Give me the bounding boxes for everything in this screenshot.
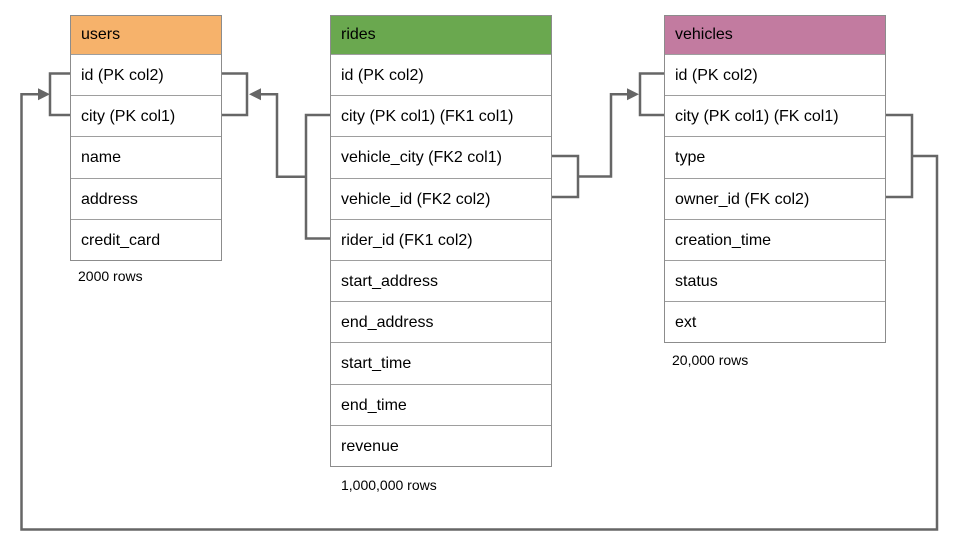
table-header-rides: rides xyxy=(331,16,551,54)
fk-connector-rides-to-users xyxy=(261,93,306,179)
fk-connector-rides-to-vehicles xyxy=(578,93,627,178)
table-row: start_address xyxy=(331,259,551,302)
table-row: address xyxy=(71,177,221,219)
table-row: start_time xyxy=(331,342,551,384)
table-header-users: users xyxy=(71,16,221,54)
table-row: end_address xyxy=(331,301,551,343)
rides-table: rides id (PK col2) city (PK col1) (FK1 c… xyxy=(330,15,552,467)
table-row: vehicle_city (FK2 col1) xyxy=(331,136,551,178)
table-row: city (PK col1) (FK col1) xyxy=(665,95,885,137)
fk-bracket-users-left xyxy=(48,72,70,117)
table-row: creation_time xyxy=(665,218,885,260)
row-count-label-vehicles: 20,000 rows xyxy=(672,352,749,368)
table-row: id (PK col2) xyxy=(71,54,221,96)
vehicles-table: vehicles id (PK col2) city (PK col1) (FK… xyxy=(664,15,886,344)
table-row: city (PK col1) xyxy=(71,95,221,137)
fk-bracket-rides-right xyxy=(552,154,580,199)
row-count-label-users: 2000 rows xyxy=(78,268,143,284)
table-row: vehicle_id (FK2 col2) xyxy=(331,177,551,219)
table-row: owner_id (FK col2) xyxy=(665,177,885,219)
arrowhead-icon-rides-to-users xyxy=(249,88,261,101)
users-table: users id (PK col2) city (PK col1) name a… xyxy=(70,15,222,261)
table-row: status xyxy=(665,259,885,302)
table-row: id (PK col2) xyxy=(331,54,551,96)
table-row: ext xyxy=(665,301,885,343)
table-header-vehicles: vehicles xyxy=(665,16,885,54)
table-row: id (PK col2) xyxy=(665,54,885,96)
table-row: revenue xyxy=(331,424,551,466)
fk-bracket-vehicles-left xyxy=(638,72,664,117)
fk-bracket-rides-left xyxy=(304,113,330,240)
fk-bracket-vehicles-right xyxy=(886,113,914,199)
table-row: name xyxy=(71,136,221,178)
table-row: end_time xyxy=(331,383,551,425)
table-row: city (PK col1) (FK1 col1) xyxy=(331,95,551,137)
arrowhead-icon-vehicles-to-users xyxy=(38,88,50,101)
table-row: credit_card xyxy=(71,218,221,260)
table-row: type xyxy=(665,136,885,178)
row-count-label-rides: 1,000,000 rows xyxy=(341,477,437,493)
fk-bracket-users-right xyxy=(222,72,249,117)
arrowhead-icon-rides-to-vehicles xyxy=(627,88,639,101)
table-row: rider_id (FK1 col2) xyxy=(331,218,551,260)
